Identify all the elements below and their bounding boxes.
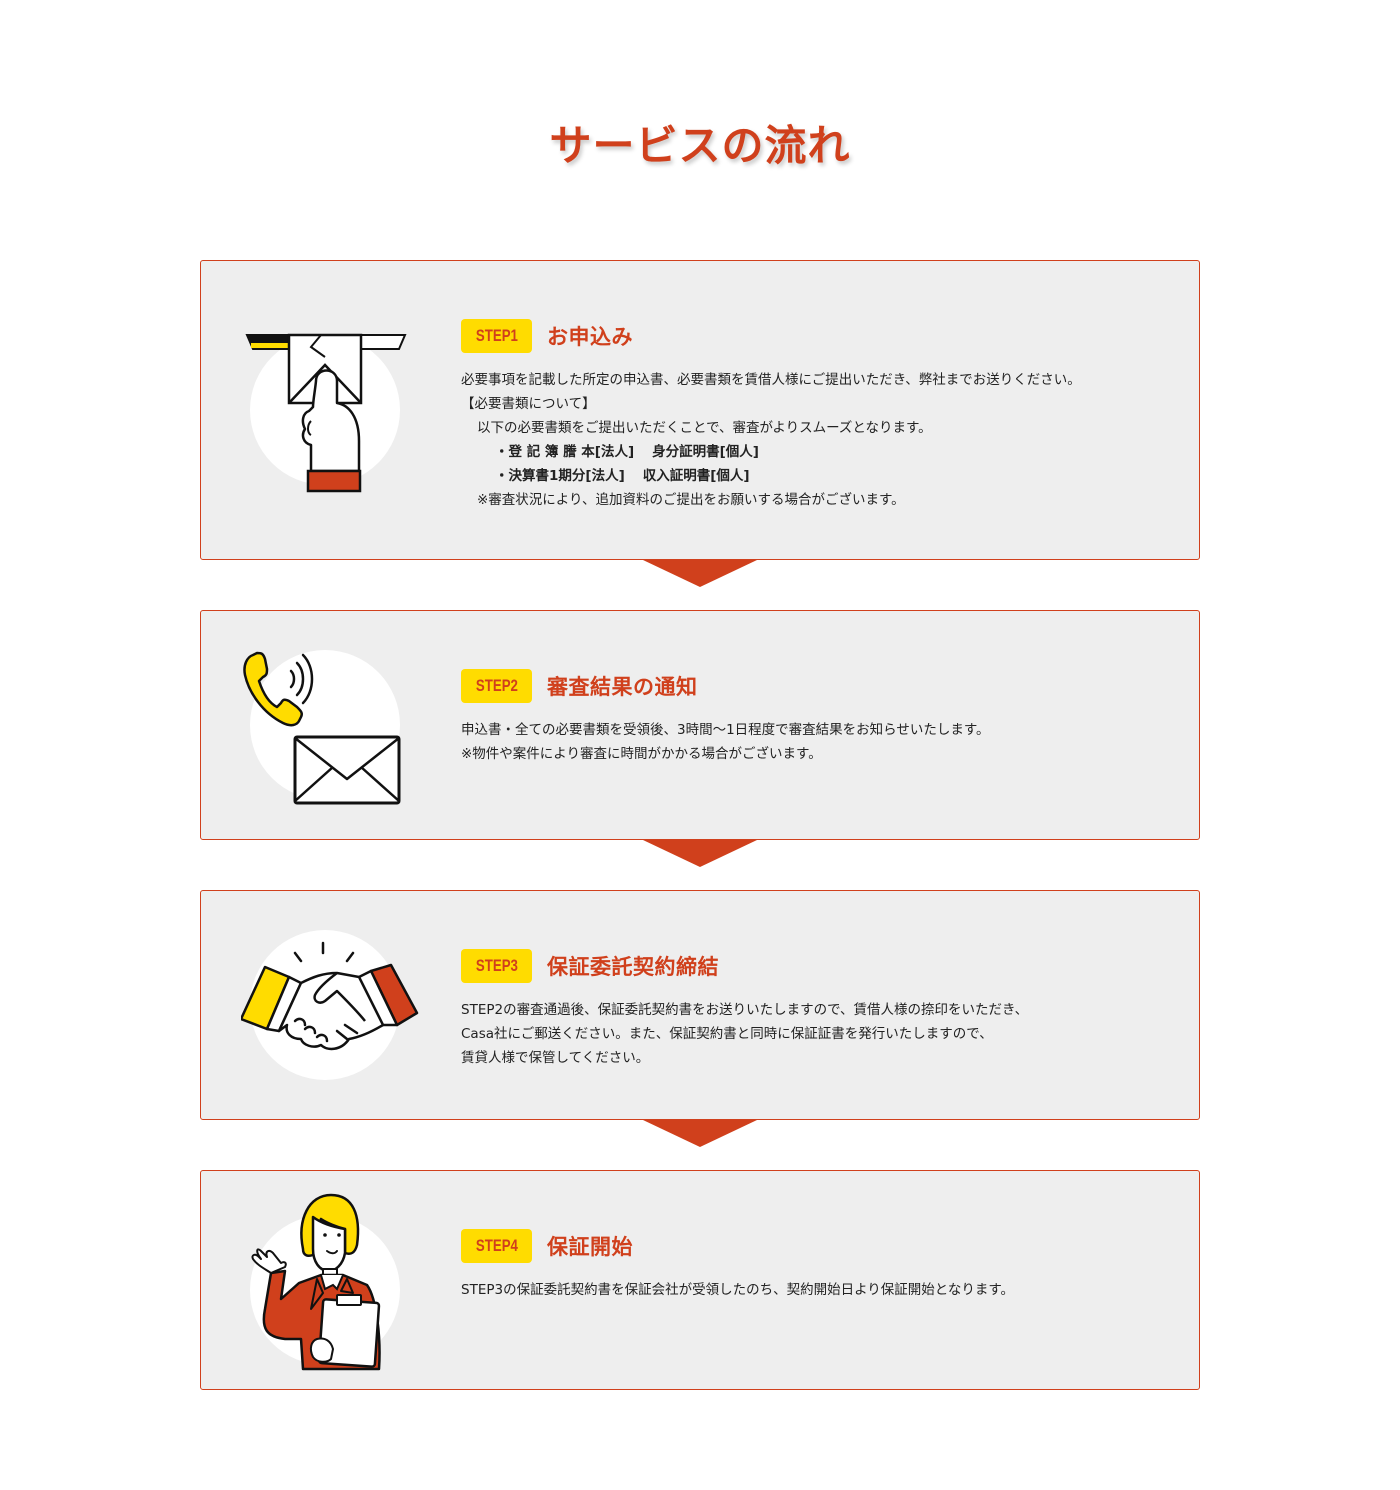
step-badge: STEP3 <box>461 949 532 983</box>
step-1-card: STEP1 お申込み 必要事項を記載した所定の申込書、必要書類を賃借人様にご提出… <box>200 260 1200 560</box>
step-3-content: STEP3 保証委託契約締結 STEP2の審査通過後、保証委託契約書をお送りいた… <box>461 949 1159 1070</box>
step-note: ※物件や案件により審査に時間がかかる場合がございます。 <box>461 746 822 762</box>
handshake-icon <box>241 921 421 1111</box>
step-3-card: STEP3 保証委託契約締結 STEP2の審査通過後、保証委託契約書をお送りいた… <box>200 890 1200 1120</box>
step-text-line: 賃貸人様で保管してください。 <box>461 1050 650 1066</box>
step-4-content: STEP4 保証開始 STEP3の保証委託契約書を保証会社が受領したのち、契約開… <box>461 1229 1159 1302</box>
step-title: お申込み <box>547 325 633 349</box>
hand-inserting-envelope-icon <box>241 321 421 511</box>
step-badge: STEP4 <box>461 1229 532 1263</box>
step-note: ※審査状況により、追加資料のご提出をお願いする場合がございます。 <box>477 492 905 508</box>
document-corporate: ・決算書1期分[法人] <box>495 468 625 484</box>
required-docs-heading: 【必要書類について】 <box>461 396 596 412</box>
step-text-line: Casa社にご郵送ください。また、保証契約書と同時に保証証書を発行いたしますので… <box>461 1026 993 1042</box>
step-4-card: STEP4 保証開始 STEP3の保証委託契約書を保証会社が受領したのち、契約開… <box>200 1170 1200 1390</box>
step-title: 審査結果の通知 <box>547 675 698 699</box>
flow-arrow-down-icon <box>643 840 757 867</box>
step-text-line: STEP2の審査通過後、保証委託契約書をお送りいたしますので、賃借人様の捺印をい… <box>461 1002 1029 1018</box>
step-badge: STEP1 <box>461 319 532 353</box>
page-title: サービスの流れ <box>549 121 851 170</box>
step-title: 保証開始 <box>547 1235 633 1259</box>
step-description: STEP3の保証委託契約書を保証会社が受領したのち、契約開始日より保証開始となり… <box>461 1278 1159 1302</box>
step-2-content: STEP2 審査結果の通知 申込書・全ての必要書類を受領後、3時間〜1日程度で審… <box>461 669 1159 766</box>
step-text-line: 必要事項を記載した所定の申込書、必要書類を賃借人様にご提出いただき、弊社までお送… <box>461 372 1081 388</box>
step-text-line: STEP3の保証委託契約書を保証会社が受領したのち、契約開始日より保証開始となり… <box>461 1282 1015 1298</box>
step-title: 保証委託契約締結 <box>547 955 719 979</box>
step-description: 必要事項を記載した所定の申込書、必要書類を賃借人様にご提出いただき、弊社までお送… <box>461 368 1159 512</box>
step-badge: STEP2 <box>461 669 532 703</box>
document-individual: 収入証明書[個人] <box>642 468 750 484</box>
step-description: STEP2の審査通過後、保証委託契約書をお送りいたしますので、賃借人様の捺印をい… <box>461 998 1159 1070</box>
phone-and-mail-icon <box>241 641 421 831</box>
flow-arrow-down-icon <box>643 1120 757 1147</box>
document-row: ・決算書1期分[法人] 収入証明書[個人] <box>461 464 1159 488</box>
step-description: 申込書・全ての必要書類を受領後、3時間〜1日程度で審査結果をお知らせいたします。… <box>461 718 1159 766</box>
step-text-line: 以下の必要書類をご提出いただくことで、審査がよりスムーズとなります。 <box>477 420 932 436</box>
step-text-line: 申込書・全ての必要書類を受領後、3時間〜1日程度で審査結果をお知らせいたします。 <box>461 722 990 738</box>
document-row: ・登 記 簿 謄 本[法人] 身分証明書[個人] <box>461 440 1159 464</box>
woman-with-clipboard-icon <box>241 1189 421 1379</box>
flow-arrow-down-icon <box>643 560 757 587</box>
step-1-content: STEP1 お申込み 必要事項を記載した所定の申込書、必要書類を賃借人様にご提出… <box>461 319 1159 512</box>
step-2-card: STEP2 審査結果の通知 申込書・全ての必要書類を受領後、3時間〜1日程度で審… <box>200 610 1200 840</box>
document-individual: 身分証明書[個人] <box>652 444 759 460</box>
document-corporate: ・登 記 簿 謄 本[法人] <box>495 444 635 460</box>
